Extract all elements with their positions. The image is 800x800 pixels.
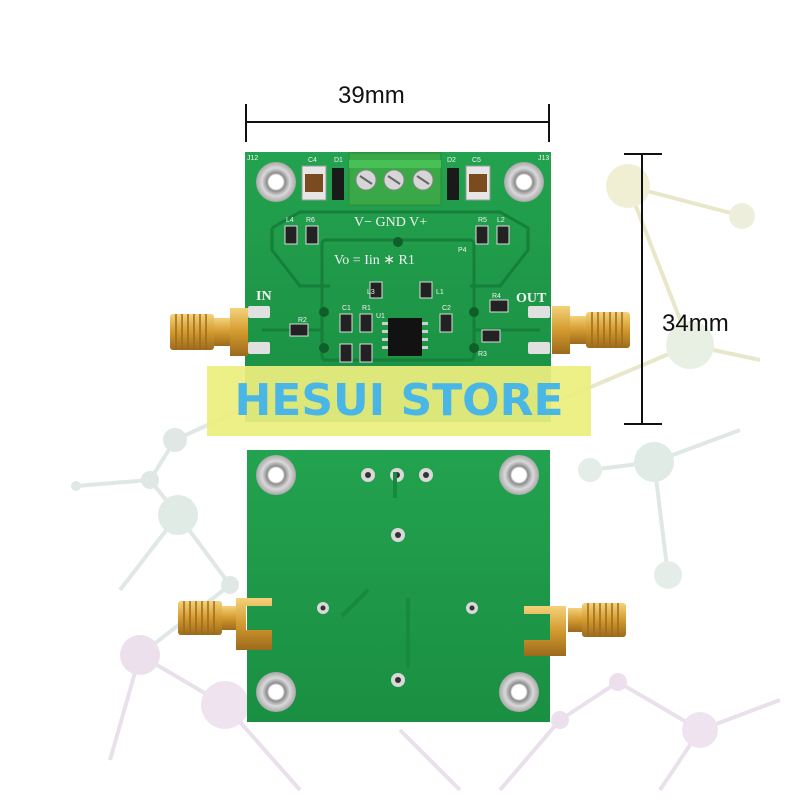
via	[319, 237, 479, 353]
ref-r2: R2	[298, 317, 307, 324]
smd-components	[284, 225, 510, 363]
ref-r4: R4	[492, 293, 501, 300]
ref-r5: R5	[478, 217, 487, 224]
sma-pad	[248, 306, 550, 354]
ref-c5: C5	[472, 157, 481, 164]
screw-terminal-block	[348, 152, 442, 206]
watermark-text: HESUI STORE	[234, 375, 564, 426]
op-amp-chip	[382, 318, 428, 356]
ref-c4: C4	[308, 157, 317, 164]
ref-d2: D2	[447, 157, 456, 164]
height-dimension-label: 34mm	[662, 310, 729, 337]
ref-d1: D1	[334, 157, 343, 164]
sma-connector-bottom-left	[178, 598, 272, 650]
ref-l4: L4	[286, 217, 294, 224]
width-dimension-label: 39mm	[338, 82, 405, 109]
ref-j12: J12	[247, 155, 258, 162]
sma-connector-out	[552, 306, 630, 354]
mounting-hole-icon	[256, 455, 539, 712]
pcb-bottom-view	[178, 450, 626, 722]
ref-j13: J13	[538, 155, 549, 162]
ref-l2: L2	[497, 217, 505, 224]
formula-label: Vo = Iin ∗ R1	[334, 253, 415, 268]
tantalum-capacitor	[301, 165, 491, 201]
ref-c1: C1	[342, 305, 351, 312]
sma-connector-in	[170, 308, 248, 356]
height-dimension-line	[624, 153, 662, 425]
ref-r3: R3	[478, 351, 487, 358]
copper-traces	[340, 472, 410, 668]
sma-connector-bottom-right	[524, 603, 626, 656]
ref-l1: L1	[436, 289, 444, 296]
output-label: OUT	[516, 291, 547, 306]
ref-p4: P4	[458, 247, 467, 254]
ref-r1: R1	[362, 305, 371, 312]
ref-c2: C2	[442, 305, 451, 312]
ref-l3: L3	[367, 289, 375, 296]
background-molecule-network	[71, 164, 781, 792]
watermark-banner	[207, 366, 591, 436]
terminal-pin-label: V− GND V+	[354, 215, 427, 230]
ref-r6: R6	[306, 217, 315, 224]
width-dimension-line	[245, 104, 550, 142]
mounting-hole-icon	[256, 162, 544, 202]
ref-u1: U1	[376, 313, 385, 320]
diode	[332, 168, 459, 200]
input-label: IN	[256, 289, 272, 304]
